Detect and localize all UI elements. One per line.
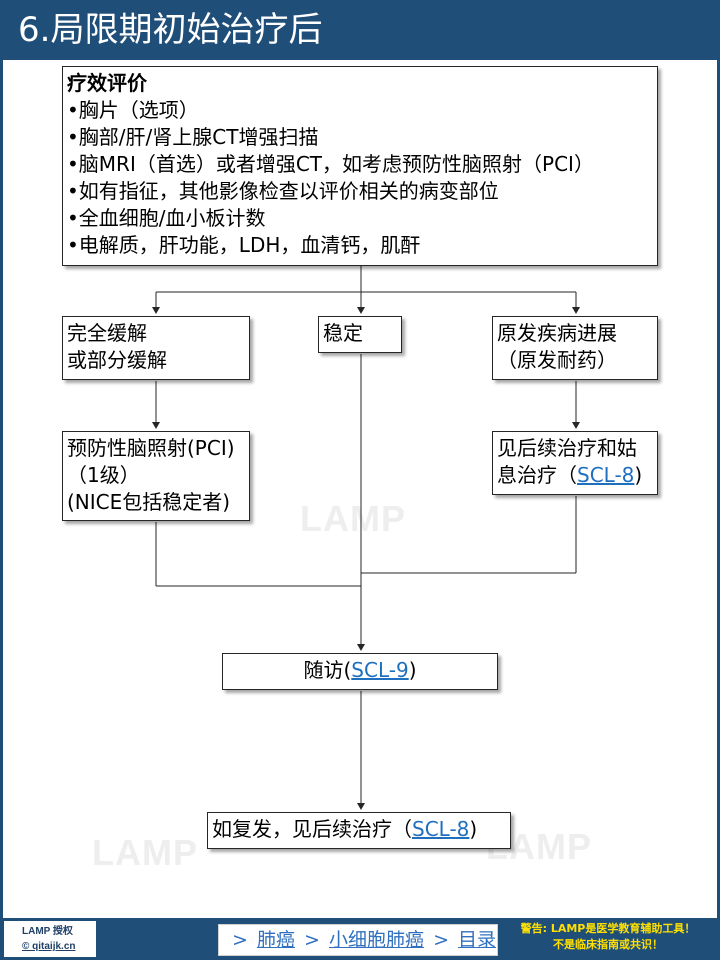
evaluation-item: •如有指征，其他影像检查以评价相关的病变部位	[67, 179, 499, 203]
watermark: LAMP	[92, 832, 198, 873]
evaluation-item: •脑MRI（首选）或者增强CT，如考虑预防性脑照射（PCI）	[67, 152, 594, 176]
subsequent-line: 见后续治疗和姑	[497, 436, 637, 460]
evaluation-title: 疗效评价	[67, 71, 147, 95]
subsequent-line-text: 息治疗（	[497, 463, 577, 487]
scl8-link[interactable]: SCL-8	[577, 463, 635, 487]
evaluation-item: •电解质，肝功能，LDH，血清钙，肌酐	[67, 233, 421, 257]
breadcrumb-separator: >	[304, 929, 320, 951]
header-bar: 6.局限期初始治疗后	[0, 0, 720, 60]
progression-line: 原发疾病进展	[497, 321, 617, 345]
pci-line: (NICE包括稳定者)	[67, 490, 231, 514]
breadcrumb-separator: >	[232, 929, 248, 951]
breadcrumb-item-toc[interactable]: 目录	[458, 929, 497, 951]
license-link[interactable]: © qitaijk.cn	[22, 941, 76, 952]
footer-bar: LAMP 授权 © qitaijk.cn > 肺癌 > 小细胞肺癌 > 目录 警…	[0, 918, 720, 960]
warning-line: 警告: LAMP是医学教育辅助工具！	[520, 922, 696, 935]
followup-line: 随访(SCL-9)	[227, 657, 493, 684]
followup-text: 随访(	[303, 658, 352, 682]
pci-line: （1级）	[67, 463, 140, 487]
left-frame-border	[0, 60, 3, 918]
subsequent-therapy-box: 见后续治疗和姑 息治疗（SCL-8)	[492, 431, 658, 495]
license-title: LAMP 授权	[22, 926, 73, 937]
progression-line: （原发耐药）	[497, 348, 617, 372]
right-frame-border	[717, 60, 720, 918]
breadcrumb: > 肺癌 > 小细胞肺癌 > 目录	[218, 924, 498, 956]
watermark: LAMP	[300, 498, 406, 539]
relapse-end: )	[469, 817, 478, 841]
relapse-box: 如复发，见后续治疗（SCL-8)	[207, 812, 511, 849]
scl9-link[interactable]: SCL-9	[351, 658, 409, 682]
evaluation-item: •全血细胞/血小板计数	[67, 206, 266, 230]
warning-line: 不是临床指南或共识！	[553, 938, 663, 951]
scl8-link[interactable]: SCL-8	[412, 817, 470, 841]
breadcrumb-item-sclc[interactable]: 小细胞肺癌	[329, 929, 425, 951]
response-box: 完全缓解 或部分缓解	[62, 316, 250, 380]
breadcrumb-separator: >	[433, 929, 449, 951]
evaluation-box: 疗效评价 •胸片（选项） •胸部/肝/肾上腺CT增强扫描 •脑MRI（首选）或者…	[62, 66, 658, 266]
followup-end: )	[408, 658, 417, 682]
relapse-line: 如复发，见后续治疗（SCL-8)	[212, 816, 506, 843]
followup-box: 随访(SCL-9)	[222, 653, 498, 690]
progression-box: 原发疾病进展 （原发耐药）	[492, 316, 658, 380]
relapse-text: 如复发，见后续治疗（	[212, 817, 412, 841]
response-line: 完全缓解	[67, 321, 147, 345]
response-line: 或部分缓解	[67, 348, 167, 372]
page-title: 6.局限期初始治疗后	[18, 10, 323, 50]
stable-box: 稳定	[318, 316, 402, 353]
warning-notice: 警告: LAMP是医学教育辅助工具！ 不是临床指南或共识！	[500, 921, 716, 953]
breadcrumb-item-lung-cancer[interactable]: 肺癌	[256, 929, 295, 951]
evaluation-item: •胸片（选项）	[67, 98, 199, 122]
license-badge: LAMP 授权 © qitaijk.cn	[4, 921, 96, 957]
subsequent-line: 息治疗（SCL-8)	[497, 462, 653, 489]
stable-label: 稳定	[323, 321, 363, 345]
evaluation-item: •胸部/肝/肾上腺CT增强扫描	[67, 125, 319, 149]
subsequent-line-end: )	[634, 463, 643, 487]
pci-line: 预防性脑照射(PCI)	[67, 436, 235, 460]
pci-box: 预防性脑照射(PCI) （1级） (NICE包括稳定者)	[62, 431, 250, 521]
